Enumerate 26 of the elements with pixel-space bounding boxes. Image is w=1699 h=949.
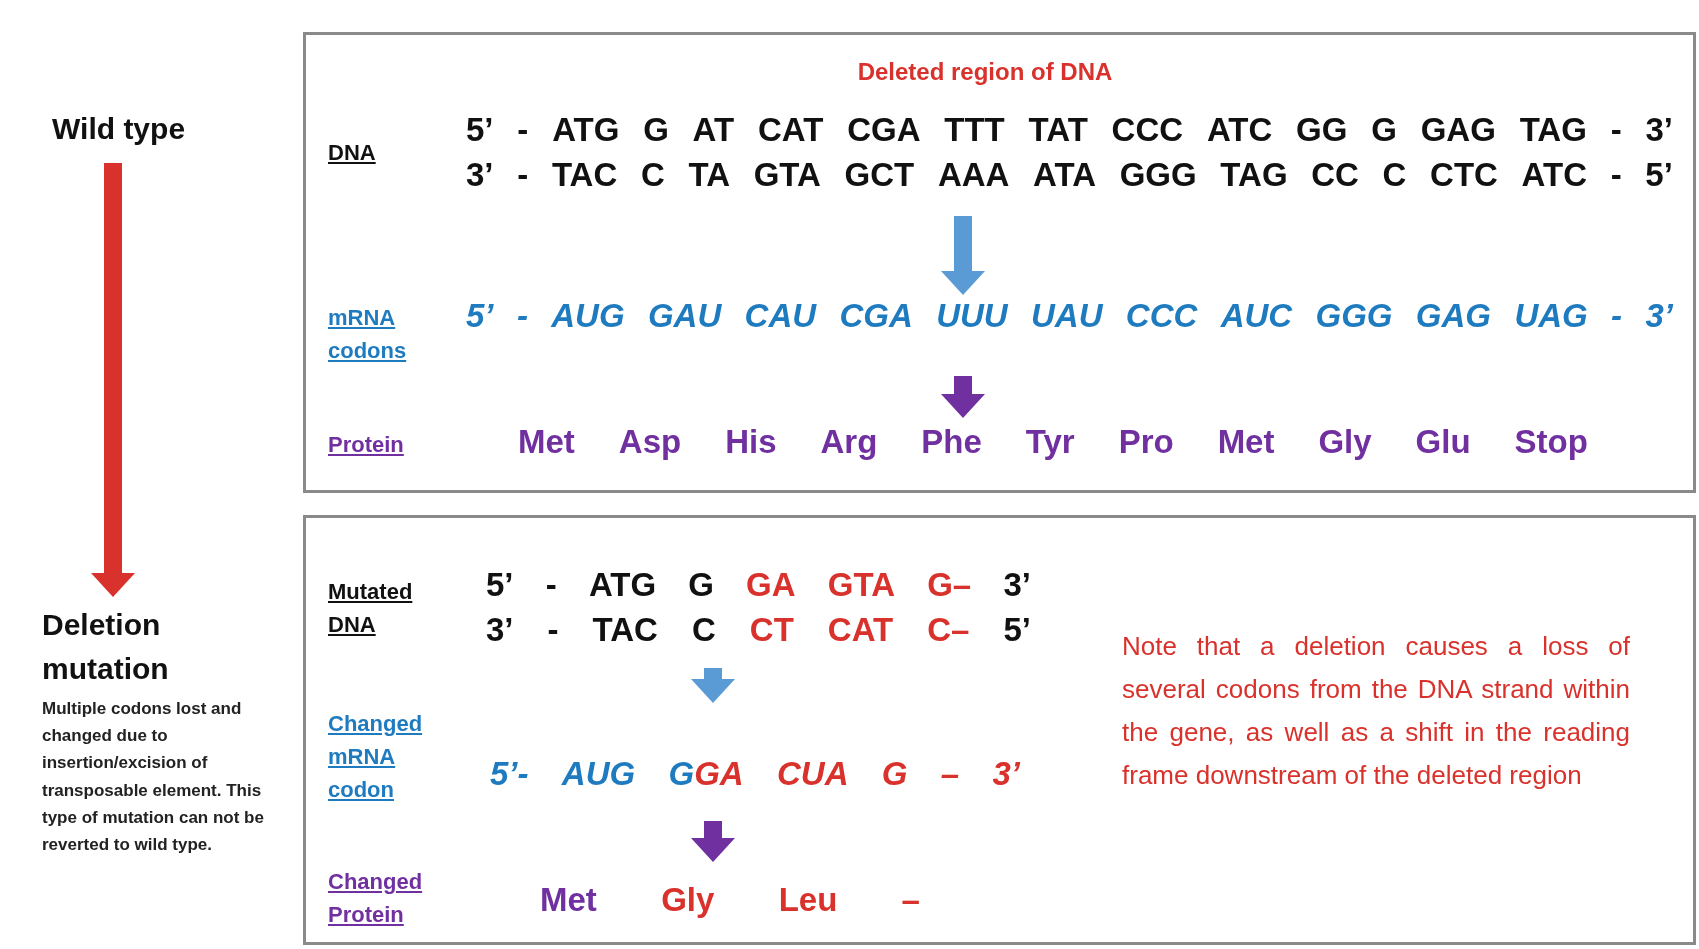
- panel: [303, 32, 1696, 493]
- arrow: [691, 668, 735, 703]
- dna-strand: 3’ - TAC C TA GTA GCT AAA ATA GGG TAG CC C CTC ATC - 5’: [466, 156, 1673, 194]
- description-text: Multiple codons lost and changed due to insertion/excision of transposable element. This type of mutation can not be reverted to wild type.: [42, 698, 265, 856]
- row-label: Changed mRNA codon: [328, 710, 424, 804]
- note-text: Note that a deletion causes a loss of several codons from the DNA strand within the gene, as well as a shift in the reading frame downstream of the deleted region: [1122, 630, 1630, 792]
- arrow: [941, 216, 985, 295]
- heading: Wild type: [52, 112, 187, 146]
- protein-sequence: Met Asp His Arg Phe Tyr Pro Met Gly Glu Stop: [518, 423, 1588, 461]
- mrna-sequence: 5’ - AUG GAU CAU CGA UUU UAU CCC AUC GGG GAG UAG - 3’: [466, 297, 1673, 335]
- row-label: Changed Protein: [328, 868, 424, 929]
- row-label: Mutated DNA: [328, 578, 414, 639]
- row-label: DNA: [328, 139, 377, 167]
- row-label: Protein: [328, 431, 405, 459]
- arrow: [941, 376, 985, 418]
- dna-strand: 3’ - TAC C CT CAT C– 5’: [486, 611, 1031, 649]
- arrow: [691, 821, 735, 862]
- arrow: [91, 163, 135, 597]
- protein-sequence: Met Gly Leu –: [540, 881, 920, 919]
- dna-strand: 5’ - ATG G GA GTA G– 3’: [486, 566, 1031, 604]
- dimension-label: Deleted region of DNA: [857, 58, 1113, 86]
- dna-strand: 5’ - ATG G AT CAT CGA TTT TAT CCC ATC GG G GAG TAG - 3’: [466, 111, 1673, 149]
- row-label: mRNA codons: [328, 304, 408, 365]
- heading: Deletion mutation: [42, 607, 170, 687]
- panel: [303, 515, 1696, 945]
- mrna-sequence: 5’- AUG GGA CUA G – 3’: [490, 755, 1020, 793]
